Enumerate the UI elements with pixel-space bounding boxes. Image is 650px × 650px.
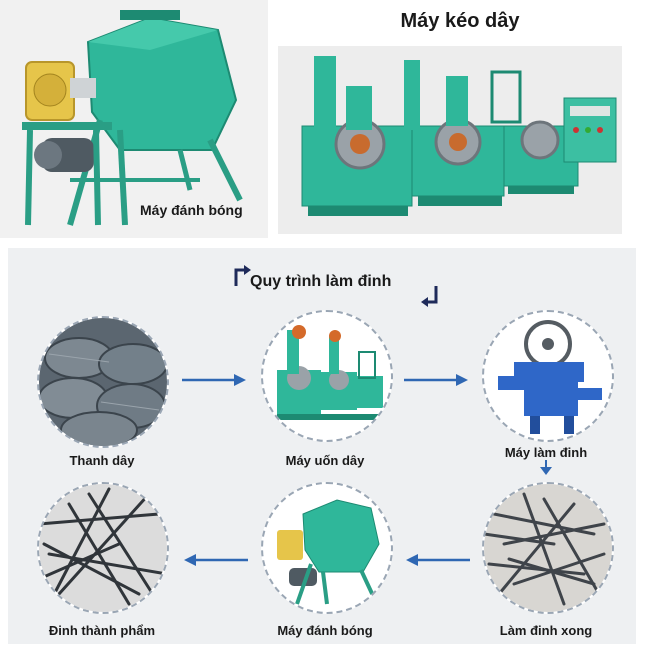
step-wire-drawing-circle xyxy=(261,310,393,442)
polishing-machine-icon xyxy=(277,499,380,605)
wire-drawing-machine-icon xyxy=(277,325,383,420)
step-nails-done-circle xyxy=(482,482,614,614)
step-finished-nails-circle xyxy=(37,482,169,614)
step-label: Máy đánh bóng xyxy=(277,623,373,638)
wire-drawing-title: Máy kéo dây xyxy=(400,10,520,32)
wire-drawing-machine-illustration xyxy=(301,56,617,216)
step-label: Thanh dây xyxy=(69,453,135,468)
step-label: Làm đinh xong xyxy=(499,623,593,638)
polishing-machine-photo-panel: Máy đánh bóng xyxy=(0,0,268,238)
step-nail-making-circle xyxy=(482,310,614,442)
finished-nails-icon xyxy=(39,484,167,612)
arrow-left-icon xyxy=(184,554,248,566)
step-polishing-circle xyxy=(261,482,393,614)
arrow-right-icon xyxy=(404,374,468,386)
arrow-right-icon xyxy=(182,374,246,386)
step-label: Máy uốn dây xyxy=(285,453,365,468)
step-label: Đinh thành phẩm xyxy=(48,623,156,638)
step-label: Máy làm đinh xyxy=(504,445,588,460)
wire-coil-icon xyxy=(39,318,167,446)
curved-arrow-up-icon xyxy=(234,265,251,286)
arrow-down-icon xyxy=(540,460,552,475)
curved-arrow-down-icon xyxy=(421,286,438,307)
nail-making-machine-icon xyxy=(498,320,602,434)
process-title: Quy trình làm đinh xyxy=(250,273,392,290)
polishing-machine-illustration xyxy=(22,10,243,226)
polishing-machine-caption: Máy đánh bóng xyxy=(140,202,243,218)
arrow-left-icon xyxy=(406,554,470,566)
step-wire-coil-circle xyxy=(37,316,169,448)
nails-pile-icon xyxy=(484,484,612,612)
wire-drawing-photo xyxy=(278,46,622,234)
